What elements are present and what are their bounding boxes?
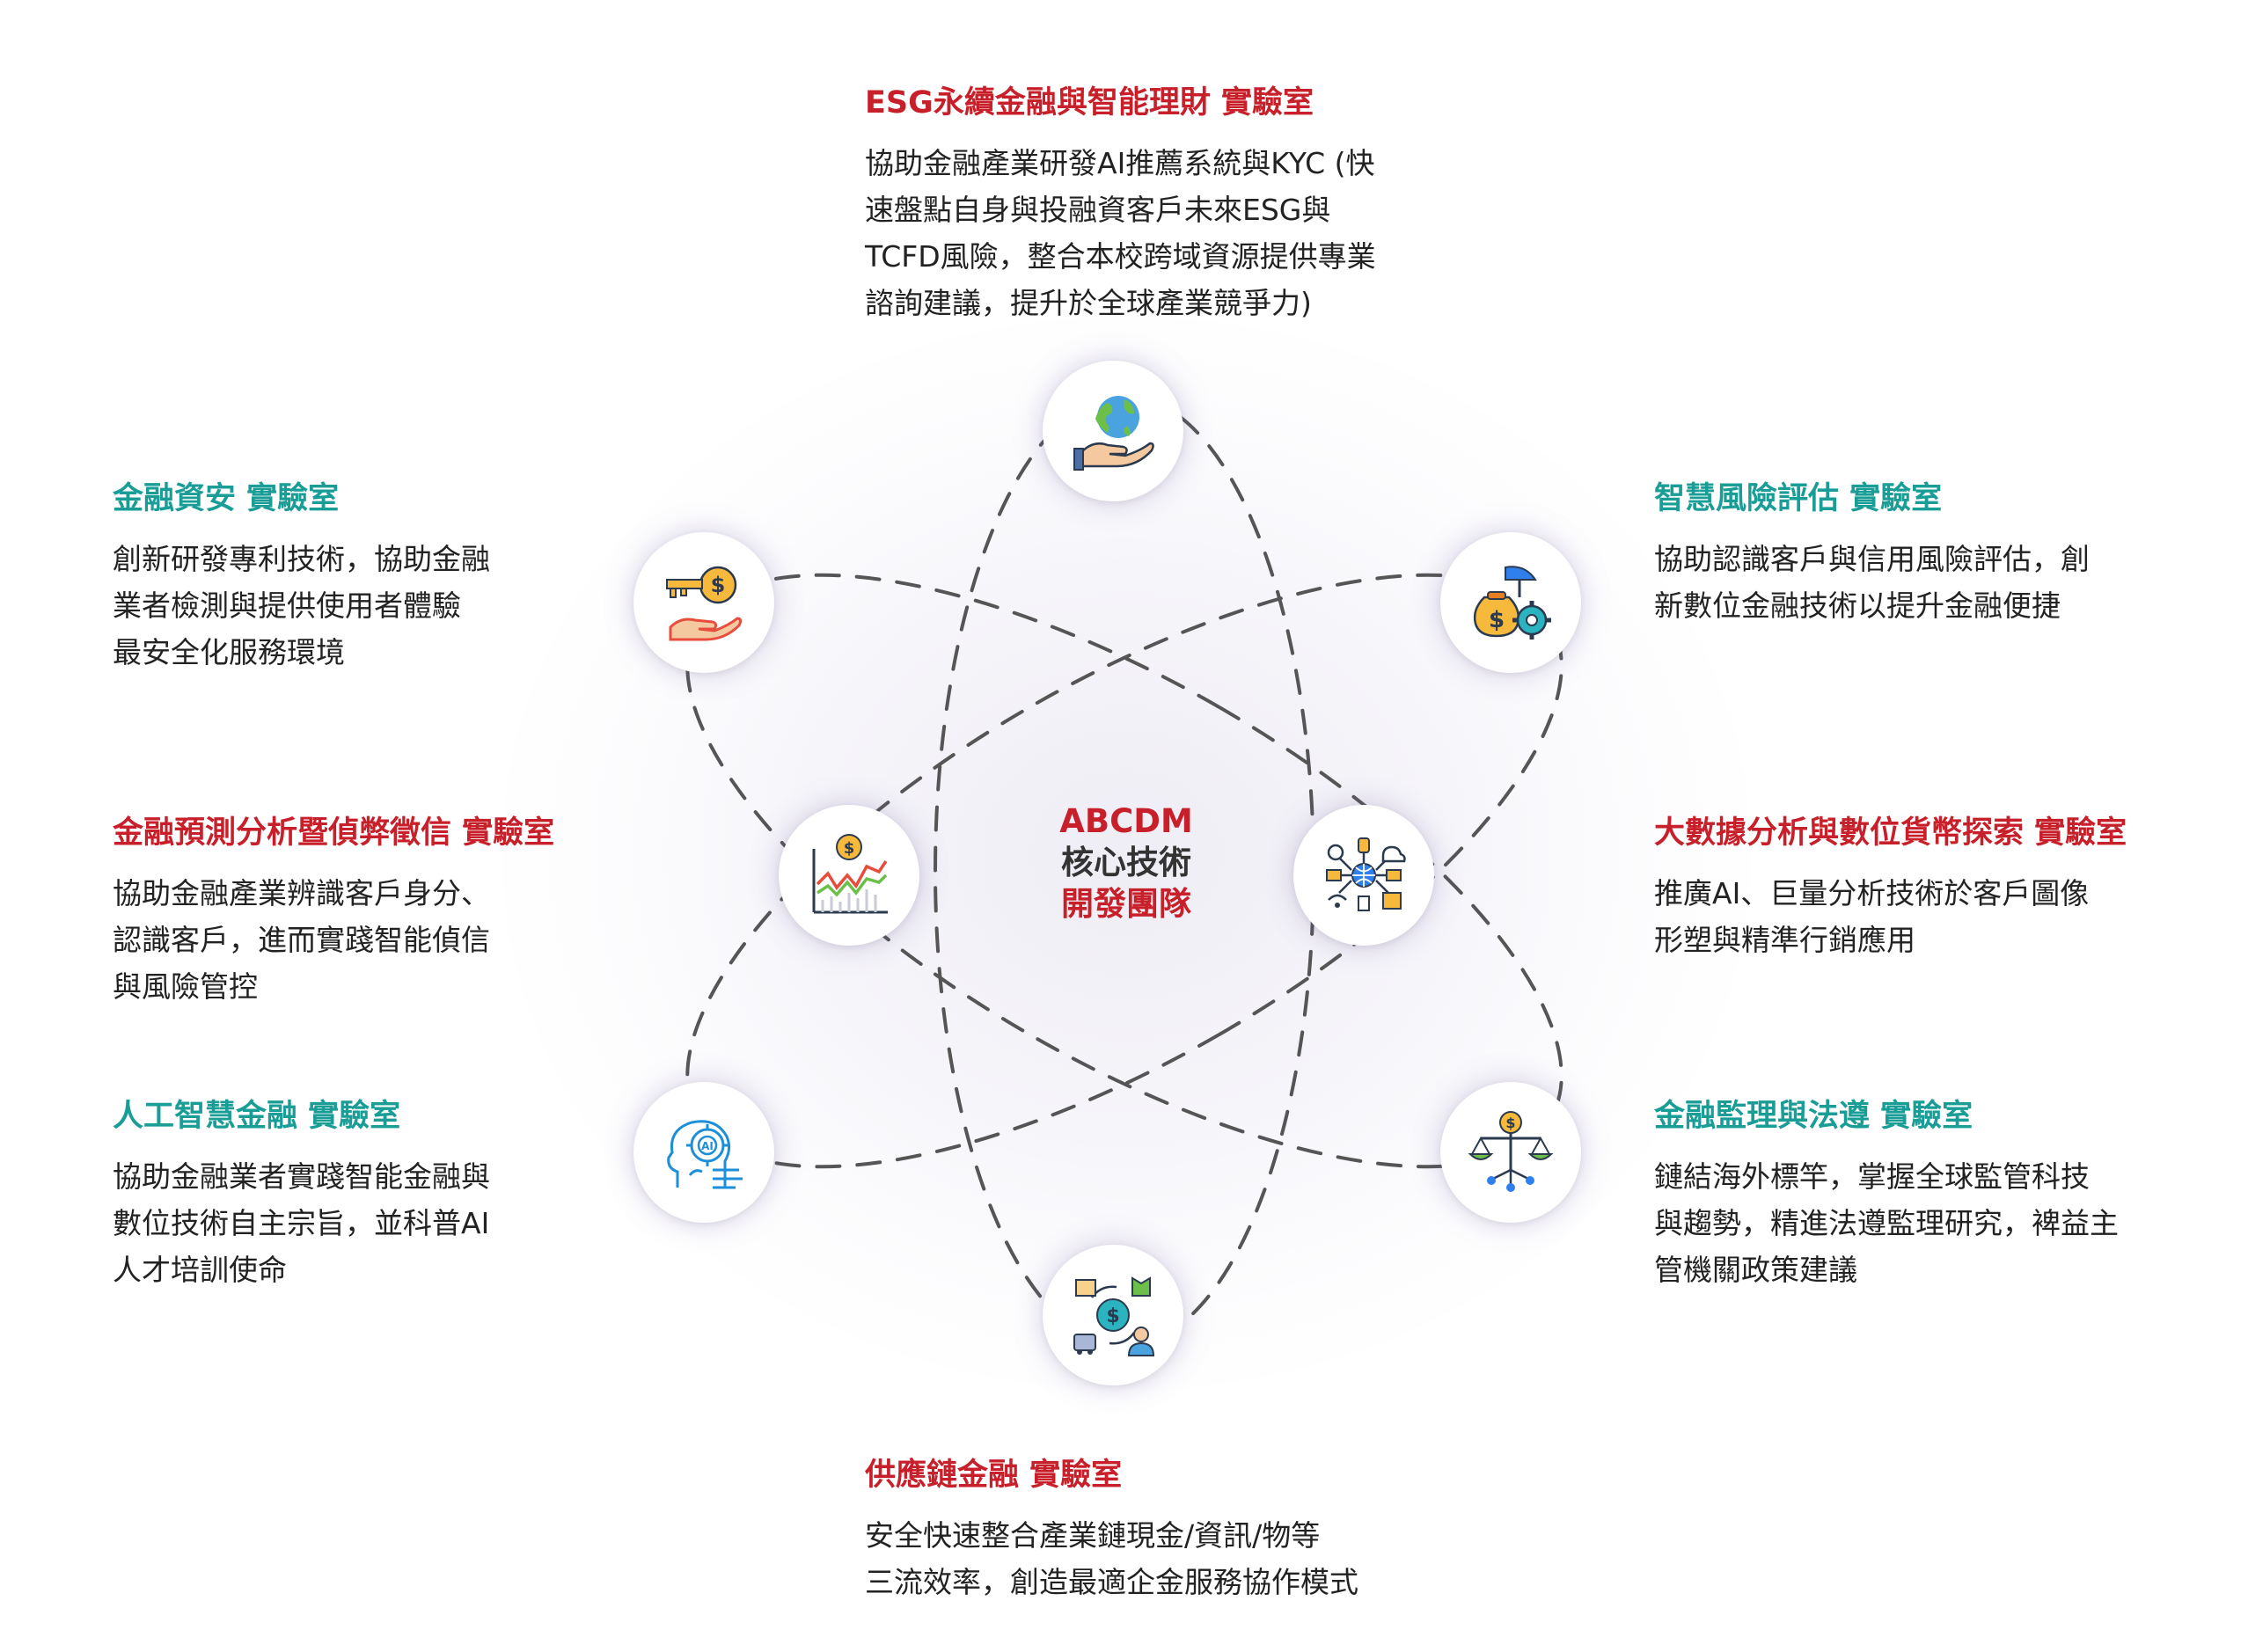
lab-forecast-line: 認識客戶，進而實踐智能偵信	[113, 923, 490, 957]
lab-forecast-title: 金融預測分析暨偵弊徵信 實驗室	[113, 815, 555, 851]
lab-regulation-line: 管機關政策建議	[1654, 1253, 1857, 1287]
lab-regulation-line: 鏈結海外標竿，掌握全球監管科技	[1654, 1159, 2090, 1194]
lab-esg-line: 速盤點自身與投融資客戶未來ESG與	[865, 193, 1331, 227]
svg-text:$: $	[1106, 1305, 1119, 1327]
lab-forecast-desc: 協助金融產業辨識客戶身分、 認識客戶，進而實踐智能偵信 與風險管控	[113, 870, 554, 1010]
lab-forecast-line: 與風險管控	[113, 969, 258, 1004]
lab-regulation-title: 金融監理與法遵 實驗室	[1654, 1099, 1973, 1134]
lab-esg-title: ESG永續金融與智能理財 實驗室	[865, 85, 1314, 121]
lab-esg-line: 諮詢建議，提升於全球產業競爭力)	[865, 286, 1312, 320]
supply-chain-icon: $	[1073, 1276, 1155, 1356]
ai-head-icon: AI	[667, 1120, 743, 1189]
lab-ai-desc: 協助金融業者實踐智能金融與 數位技術自主宗旨，並科普AI 人才培訓使命	[113, 1153, 490, 1293]
data-network-icon	[1326, 837, 1406, 911]
lab-risk-desc: 協助認識客戶與信用風險評估，創 新數位金融技術以提升金融便捷	[1654, 536, 2090, 629]
lab-bigdata-line: 形塑與精準行銷應用	[1654, 923, 1915, 957]
svg-text:$: $	[1489, 607, 1505, 633]
lab-ai-line: 數位技術自主宗旨，並科普AI	[113, 1206, 490, 1240]
center-line-1: ABCDM	[1059, 802, 1193, 840]
lab-supply-desc: 安全快速整合產業鏈現金/資訊/物等 三流效率，創造最適企金服務協作模式	[865, 1512, 1358, 1605]
svg-text:$: $	[711, 573, 726, 597]
lab-supply-line: 三流效率，創造最適企金服務協作模式	[865, 1565, 1358, 1599]
node-ai[interactable]: AI	[633, 1082, 774, 1223]
lab-bigdata-desc: 推廣AI、巨量分析技術於客戶圖像 形塑與精準行銷應用	[1654, 870, 2127, 963]
orbit-diag-b	[685, 573, 1563, 1169]
lab-ai-line: 人才培訓使命	[113, 1253, 287, 1287]
lab-forecast-line: 協助金融產業辨識客戶身分、	[113, 876, 490, 910]
lab-security-line: 業者檢測與提供使用者體驗	[113, 588, 461, 623]
lab-esg-line: 協助金融產業研發AI推薦系統與KYC (快	[865, 146, 1375, 180]
lab-security-line: 創新研發專利技術，協助金融	[113, 542, 490, 576]
lab-risk-line: 新數位金融技術以提升金融便捷	[1654, 588, 2061, 623]
lab-bigdata-line: 推廣AI、巨量分析技術於客戶圖像	[1654, 876, 2090, 910]
lab-bigdata: 大數據分析與數位貨幣探索 實驗室 推廣AI、巨量分析技術於客戶圖像 形塑與精準行…	[1654, 808, 2127, 963]
node-forecast[interactable]: $	[779, 805, 919, 946]
lab-esg-desc: 協助金融產業研發AI推薦系統與KYC (快 速盤點自身與投融資客戶未來ESG與 …	[865, 140, 1376, 326]
center-label: ABCDM 核心技術 開發團隊	[994, 800, 1258, 925]
lab-regulation: 金融監理與法遵 實驗室 鏈結海外標竿，掌握全球監管科技 與趨勢，精進法遵監理研究…	[1654, 1091, 2119, 1293]
lab-supply-line: 安全快速整合產業鏈現金/資訊/物等	[865, 1518, 1321, 1553]
lab-forecast: 金融預測分析暨偵弊徵信 實驗室 協助金融產業辨識客戶身分、 認識客戶，進而實踐智…	[113, 808, 554, 1010]
svg-text:AI: AI	[701, 1140, 714, 1152]
lab-esg: ESG永續金融與智能理財 實驗室 協助金融產業研發AI推薦系統與KYC (快 速…	[865, 77, 1376, 326]
lab-supply: 供應鏈金融 實驗室 安全快速整合產業鏈現金/資訊/物等 三流效率，創造最適企金服…	[865, 1450, 1358, 1605]
lab-security-title: 金融資安 實驗室	[113, 481, 340, 516]
lab-ai: 人工智慧金融 實驗室 協助金融業者實踐智能金融與 數位技術自主宗旨，並科普AI …	[113, 1091, 490, 1293]
lab-risk: 智慧風險評估 實驗室 協助認識客戶與信用風險評估，創 新數位金融技術以提升金融便…	[1654, 473, 2090, 629]
orbit-diag-a	[685, 573, 1563, 1169]
money-umbrella-gear-icon: $	[1473, 566, 1551, 640]
center-line-2: 核心技術	[1061, 844, 1191, 881]
lab-risk-line: 協助認識客戶與信用風險評估，創	[1654, 542, 2090, 576]
lab-ai-line: 協助金融業者實踐智能金融與	[113, 1159, 490, 1194]
node-supply[interactable]: $	[1043, 1245, 1183, 1385]
stock-chart-icon: $	[812, 834, 888, 914]
svg-text:$: $	[1505, 1115, 1515, 1131]
svg-text:$: $	[844, 839, 855, 858]
lab-security: 金融資安 實驗室 創新研發專利技術，協助金融 業者檢測與提供使用者體驗 最安全化…	[113, 473, 490, 676]
node-security[interactable]: $	[633, 532, 774, 673]
node-regulation[interactable]: $	[1440, 1082, 1581, 1223]
lab-regulation-desc: 鏈結海外標竿，掌握全球監管科技 與趨勢，精進法遵監理研究，裨益主 管機關政策建議	[1654, 1153, 2119, 1293]
center-line-3: 開發團隊	[1061, 885, 1191, 923]
lab-ai-title: 人工智慧金融 實驗室	[113, 1099, 401, 1134]
lab-esg-line: TCFD風險，整合本校跨域資源提供專業	[865, 239, 1376, 274]
balance-scale-icon: $	[1468, 1111, 1554, 1192]
lab-risk-title: 智慧風險評估 實驗室	[1654, 481, 1943, 516]
lab-bigdata-title: 大數據分析與數位貨幣探索 實驗室	[1654, 815, 2127, 851]
hand-globe-icon	[1073, 396, 1154, 471]
lab-regulation-line: 與趨勢，精進法遵監理研究，裨益主	[1654, 1206, 2119, 1240]
lab-supply-title: 供應鏈金融 實驗室	[865, 1458, 1123, 1493]
lab-security-desc: 創新研發專利技術，協助金融 業者檢測與提供使用者體驗 最安全化服務環境	[113, 536, 490, 676]
node-risk[interactable]: $	[1440, 532, 1581, 673]
node-esg[interactable]	[1043, 361, 1183, 501]
key-hand-icon: $	[666, 566, 743, 641]
node-bigdata[interactable]	[1293, 805, 1434, 946]
lab-security-line: 最安全化服務環境	[113, 635, 345, 669]
